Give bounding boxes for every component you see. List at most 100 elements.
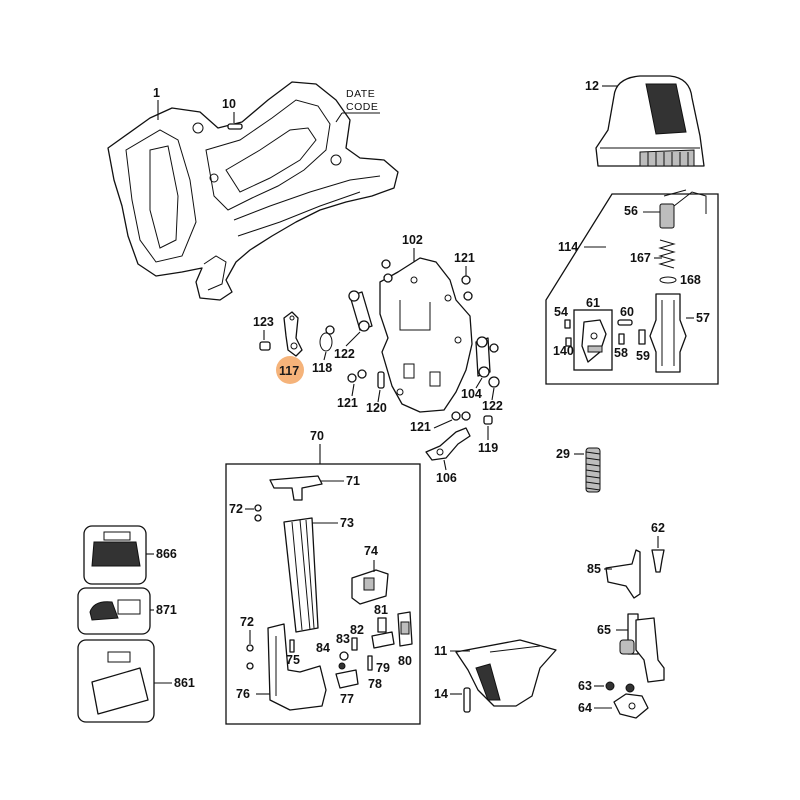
pin-part-54[interactable] bbox=[564, 319, 571, 329]
pusher-part-74[interactable] bbox=[351, 569, 389, 605]
callout-62: 62 bbox=[651, 521, 665, 535]
battery-part-866[interactable] bbox=[83, 525, 147, 585]
plate-part-64[interactable] bbox=[613, 693, 649, 719]
callout-106: 106 bbox=[436, 471, 457, 485]
spring-part-81[interactable] bbox=[377, 617, 387, 633]
date-code-label-line2: CODE bbox=[346, 101, 378, 113]
nose-part-11[interactable] bbox=[455, 639, 557, 707]
nut-part-121-lower[interactable] bbox=[347, 369, 367, 383]
callout-12: 12 bbox=[585, 79, 599, 93]
assembly-box-114 bbox=[545, 193, 719, 385]
callout-73: 73 bbox=[340, 516, 354, 530]
callout-83: 83 bbox=[336, 632, 350, 646]
callout-871: 871 bbox=[156, 603, 177, 617]
pin-part-58[interactable] bbox=[618, 333, 625, 345]
callout-117: 117 bbox=[279, 364, 299, 378]
nut-part-121-bottom[interactable] bbox=[451, 411, 471, 421]
screw-part-72-bottom[interactable] bbox=[246, 644, 254, 670]
callout-80: 80 bbox=[398, 654, 412, 668]
callout-167: 167 bbox=[630, 251, 651, 265]
assembly-box-61 bbox=[573, 309, 613, 371]
cap-part-12[interactable] bbox=[595, 75, 705, 167]
callout-119: 119 bbox=[478, 441, 498, 455]
pin-part-119[interactable] bbox=[483, 415, 493, 425]
nut-part-121[interactable] bbox=[381, 259, 473, 301]
pin-part-140[interactable] bbox=[565, 337, 572, 347]
pin-part-10[interactable] bbox=[227, 123, 243, 130]
callout-861: 861 bbox=[174, 676, 195, 690]
bracket-part-106[interactable] bbox=[425, 427, 471, 461]
trigger-part-56[interactable] bbox=[659, 189, 707, 229]
lever-part-85[interactable] bbox=[605, 549, 641, 599]
link-part-122-left[interactable] bbox=[348, 290, 373, 332]
callout-64: 64 bbox=[578, 701, 592, 715]
part-59[interactable] bbox=[638, 329, 646, 345]
callout-81: 81 bbox=[374, 603, 388, 617]
callout-140: 140 bbox=[553, 344, 574, 358]
case-part-861[interactable] bbox=[77, 639, 155, 723]
callout-104: 104 bbox=[461, 387, 482, 401]
callout-79: 79 bbox=[376, 661, 390, 675]
callout-65: 65 bbox=[597, 623, 611, 637]
pin-part-60[interactable] bbox=[617, 319, 633, 326]
housing-part[interactable] bbox=[107, 81, 399, 301]
callout-122-left: 122 bbox=[334, 347, 355, 361]
valve-part-65[interactable] bbox=[619, 613, 665, 683]
callout-118: 118 bbox=[312, 361, 332, 375]
screw-part-63[interactable] bbox=[605, 681, 635, 693]
callout-14: 14 bbox=[434, 687, 448, 701]
callout-61: 61 bbox=[586, 296, 600, 310]
charger-part-871[interactable] bbox=[77, 587, 151, 635]
screw-part-62[interactable] bbox=[651, 549, 665, 573]
washer-part-122-right[interactable] bbox=[488, 376, 500, 388]
trigger-part-61[interactable] bbox=[581, 319, 607, 363]
callout-60: 60 bbox=[620, 305, 634, 319]
latch-part-79[interactable] bbox=[371, 631, 395, 649]
spring-part-29[interactable] bbox=[585, 447, 601, 493]
pin-part-123[interactable] bbox=[259, 341, 271, 351]
plate-part-76[interactable] bbox=[267, 623, 327, 711]
callout-77: 77 bbox=[340, 692, 354, 706]
plate-part-102[interactable] bbox=[379, 257, 473, 413]
highlight-marker bbox=[276, 356, 304, 384]
callout-72-bottom: 72 bbox=[240, 615, 254, 629]
callout-76: 76 bbox=[236, 687, 250, 701]
screw-part-84[interactable] bbox=[338, 662, 346, 670]
latch-part-77[interactable] bbox=[335, 669, 359, 689]
pin-part-75[interactable] bbox=[289, 639, 295, 653]
callout-121-lower-left: 121 bbox=[337, 396, 358, 410]
spring-part-78[interactable] bbox=[367, 655, 373, 671]
callout-72-top: 72 bbox=[229, 502, 243, 516]
callout-121-bottom: 121 bbox=[410, 420, 431, 434]
callout-1: 1 bbox=[153, 86, 160, 100]
callout-59: 59 bbox=[636, 349, 650, 363]
callout-82: 82 bbox=[350, 623, 364, 637]
callout-168: 168 bbox=[680, 273, 701, 287]
lever-part-117[interactable] bbox=[283, 311, 303, 357]
callout-114: 114 bbox=[558, 240, 578, 254]
callout-63: 63 bbox=[578, 679, 592, 693]
callout-85: 85 bbox=[587, 562, 601, 576]
link-part-104[interactable] bbox=[475, 336, 499, 378]
oring-part-168[interactable] bbox=[659, 276, 677, 284]
screw-part-72-top[interactable] bbox=[254, 504, 262, 522]
callout-121-top: 121 bbox=[454, 251, 475, 265]
ring-part-118[interactable] bbox=[319, 325, 335, 352]
nut-part-83[interactable] bbox=[339, 651, 349, 661]
callout-70: 70 bbox=[310, 429, 324, 443]
callout-866: 866 bbox=[156, 547, 177, 561]
callout-29: 29 bbox=[556, 447, 570, 461]
callout-10: 10 bbox=[222, 97, 236, 111]
pin-part-14[interactable] bbox=[463, 687, 471, 713]
callout-123: 123 bbox=[253, 315, 274, 329]
callout-122-right: 122 bbox=[482, 399, 503, 413]
channel-part-73[interactable] bbox=[283, 517, 319, 633]
valve-part-57[interactable] bbox=[649, 293, 687, 373]
pin-part-120[interactable] bbox=[377, 371, 385, 389]
latch-part-80[interactable] bbox=[397, 611, 413, 647]
cap-part-71[interactable] bbox=[269, 475, 323, 501]
pin-part-82[interactable] bbox=[351, 637, 358, 651]
callout-57: 57 bbox=[696, 311, 710, 325]
callout-56: 56 bbox=[624, 204, 638, 218]
spring-part-167[interactable] bbox=[658, 239, 676, 269]
